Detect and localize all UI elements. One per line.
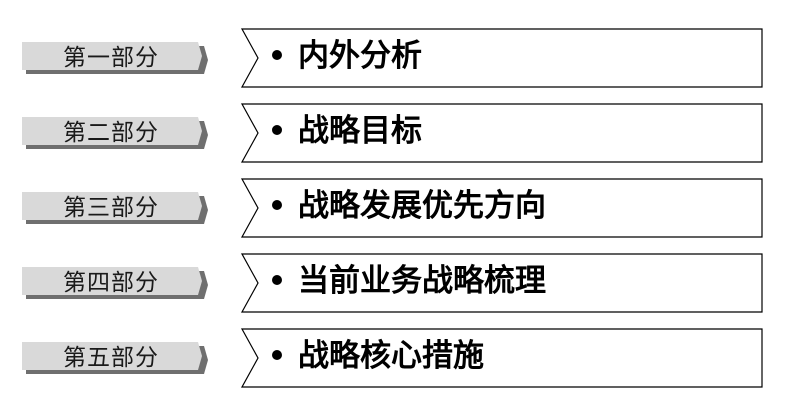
section-title: 战略核心措施 [298,338,484,374]
arrow-tab-shape [22,267,208,299]
chevron-box-shape [240,253,763,313]
agenda-row-5: 第五部分 战略核心措施 [0,328,789,388]
section-title: 战略发展优先方向 [298,188,546,224]
arrow-tab-shape [22,342,208,374]
arrow-tab-shape [22,42,208,74]
section-tab-4: 第四部分 [22,267,208,299]
chevron-box-shape [240,103,763,163]
section-tab-3: 第三部分 [22,192,208,224]
section-label: 第四部分 [63,270,159,296]
chevron-box-shape [240,178,763,238]
arrow-tab-shape [22,117,208,149]
section-title-box-4: 当前业务战略梳理 [240,253,764,313]
section-title: 内外分析 [298,38,422,74]
chevron-box-shape [240,328,763,388]
bullet-icon [272,275,282,285]
section-title-box-1: 内外分析 [240,28,764,88]
section-title: 当前业务战略梳理 [298,263,546,299]
agenda-row-2: 第二部分 战略目标 [0,103,789,163]
bullet-icon [272,350,282,360]
agenda-row-1: 第一部分 内外分析 [0,28,789,88]
section-label: 第二部分 [63,120,159,146]
bullet-icon [272,50,282,60]
agenda-row-4: 第四部分 当前业务战略梳理 [0,253,789,313]
section-tab-2: 第二部分 [22,117,208,149]
section-label: 第五部分 [63,345,159,371]
section-tab-1: 第一部分 [22,42,208,74]
section-label: 第三部分 [63,195,159,221]
section-title-box-5: 战略核心措施 [240,328,764,388]
arrow-tab-shape [22,192,208,224]
bullet-icon [272,200,282,210]
chevron-box-shape [240,28,763,88]
section-tab-5: 第五部分 [22,342,208,374]
bullet-icon [272,125,282,135]
section-label: 第一部分 [63,45,159,71]
section-title-box-2: 战略目标 [240,103,764,163]
agenda-row-3: 第三部分 战略发展优先方向 [0,178,789,238]
section-title-box-3: 战略发展优先方向 [240,178,764,238]
section-title: 战略目标 [298,113,422,149]
